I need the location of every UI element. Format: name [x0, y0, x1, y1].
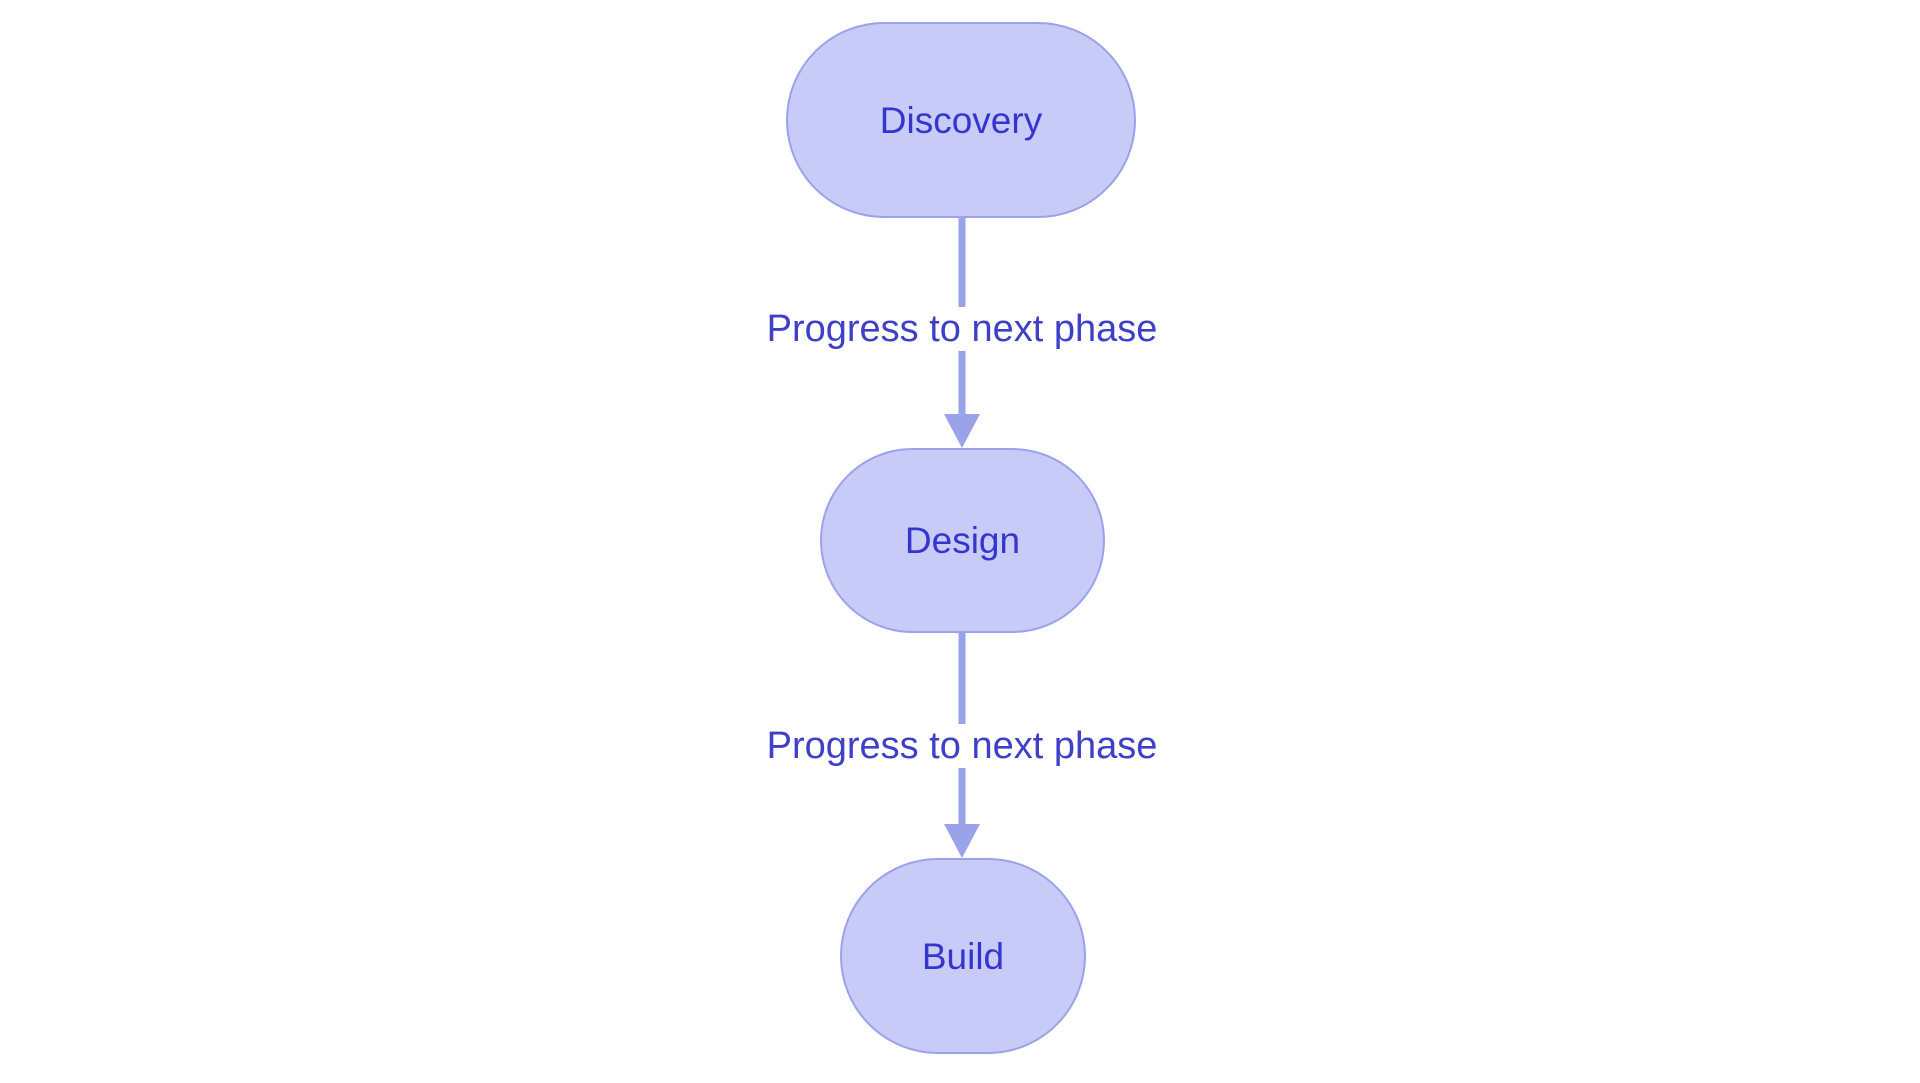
edge-label-discovery-to-design: Progress to next phase	[760, 307, 1164, 351]
flow-node-design[interactable]: Design	[820, 448, 1105, 633]
flow-node-design-label: Design	[904, 520, 1021, 561]
edge-label-design-to-build: Progress to next phase	[760, 724, 1164, 768]
flow-node-build[interactable]: Build	[840, 858, 1086, 1054]
flow-node-discovery-label: Discovery	[879, 99, 1043, 141]
arrowhead-icon-1	[944, 414, 980, 448]
flow-node-build-label: Build	[921, 935, 1005, 977]
arrowhead-icon-2	[944, 824, 980, 858]
flow-node-discovery[interactable]: Discovery	[786, 22, 1136, 218]
